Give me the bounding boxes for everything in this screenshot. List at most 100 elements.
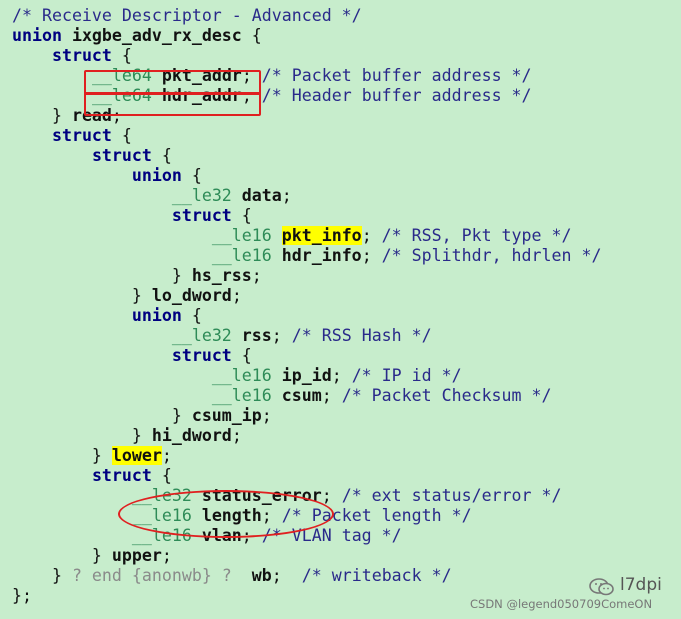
- code-token: union: [131, 166, 192, 185]
- code-token: }: [12, 406, 192, 425]
- code-line: struct {: [12, 126, 132, 146]
- highlighted-token: lower: [111, 446, 162, 465]
- wechat-icon: [589, 578, 614, 596]
- code-token: /* ext status/error */: [341, 486, 562, 505]
- code-token: struct: [51, 46, 122, 65]
- code-token: ;: [161, 546, 172, 565]
- code-token: ;: [231, 426, 242, 445]
- code-token: [12, 126, 52, 145]
- code-token: hs_rss: [191, 266, 252, 285]
- code-token: __le16: [211, 226, 282, 245]
- code-token: [12, 186, 172, 205]
- code-token: ;: [321, 486, 342, 505]
- code-token: /* Receive Descriptor - Advanced */: [12, 6, 362, 25]
- code-line: struct {: [12, 46, 132, 66]
- code-line: __le32 rss; /* RSS Hash */: [12, 326, 432, 346]
- code-token: upper: [111, 546, 162, 565]
- code-token: ;: [361, 246, 382, 265]
- code-token: __le64: [91, 86, 162, 105]
- code-token: ;: [261, 506, 282, 525]
- code-token: struct: [171, 346, 242, 365]
- code-token: {: [161, 466, 172, 485]
- code-token: __le16: [131, 526, 202, 545]
- code-line: struct {: [12, 346, 252, 366]
- code-token: ;: [241, 526, 262, 545]
- code-token: {: [241, 346, 252, 365]
- code-token: __le16: [211, 366, 282, 385]
- code-token: pkt_addr: [161, 66, 242, 85]
- code-line: } csum_ip;: [12, 406, 272, 426]
- code-token: __le16: [211, 246, 282, 265]
- code-token: }: [12, 286, 152, 305]
- code-line: union {: [12, 166, 202, 186]
- code-token: {: [251, 26, 262, 45]
- code-token: hdr_info: [281, 246, 362, 265]
- code-token: __le16: [211, 386, 282, 405]
- code-token: {: [191, 166, 202, 185]
- code-line: union {: [12, 306, 202, 326]
- code-token: /* writeback */: [301, 566, 452, 585]
- code-token: union: [131, 306, 192, 325]
- code-line: __le16 csum; /* Packet Checksum */: [12, 386, 552, 406]
- code-token: /* Splithdr, hdrlen */: [381, 246, 602, 265]
- code-line: __le16 vlan; /* VLAN tag */: [12, 526, 402, 546]
- code-token: csum_ip: [191, 406, 262, 425]
- code-token: hdr_addr: [161, 86, 242, 105]
- code-line: } hs_rss;: [12, 266, 262, 286]
- code-token: /* Packet buffer address */: [261, 66, 532, 85]
- code-line: } hi_dword;: [12, 426, 242, 446]
- code-token: ;: [321, 386, 342, 405]
- code-line: __le32 data;: [12, 186, 292, 206]
- code-token: struct: [51, 126, 122, 145]
- code-token: /* IP id */: [351, 366, 462, 385]
- code-token: ? end {anonwb} ?: [71, 566, 242, 585]
- code-token: [12, 526, 132, 545]
- code-line: } lower;: [12, 446, 172, 466]
- code-token: read: [71, 106, 112, 125]
- code-line: __le16 ip_id; /* IP id */: [12, 366, 462, 386]
- code-token: status_error: [201, 486, 322, 505]
- code-line: } upper;: [12, 546, 172, 566]
- code-token: ;: [271, 326, 292, 345]
- code-token: [12, 246, 212, 265]
- code-line: };: [12, 586, 32, 606]
- code-token: ixgbe_adv_rx_desc: [71, 26, 252, 45]
- code-token: [12, 346, 172, 365]
- code-token: {: [191, 306, 202, 325]
- code-token: ;: [231, 286, 242, 305]
- code-token: }: [12, 106, 72, 125]
- code-token: ;: [111, 106, 122, 125]
- code-line: __le32 status_error; /* ext status/error…: [12, 486, 562, 506]
- code-token: /* Header buffer address */: [261, 86, 532, 105]
- code-token: {: [121, 46, 132, 65]
- code-token: ;: [361, 226, 382, 245]
- code-token: union: [12, 26, 72, 45]
- code-token: ;: [271, 566, 302, 585]
- code-line: struct {: [12, 146, 172, 166]
- code-token: {: [161, 146, 172, 165]
- code-token: vlan: [201, 526, 242, 545]
- code-token: {: [121, 126, 132, 145]
- code-token: /* RSS Hash */: [291, 326, 432, 345]
- code-token: ;: [241, 86, 262, 105]
- code-token: rss: [241, 326, 272, 345]
- watermark-account-name: l7dpi: [620, 575, 662, 595]
- code-token: ;: [261, 406, 272, 425]
- code-token: }: [12, 546, 112, 565]
- code-line: __le16 hdr_info; /* Splithdr, hdrlen */: [12, 246, 602, 266]
- code-line: __le16 pkt_info; /* RSS, Pkt type */: [12, 226, 572, 246]
- code-token: };: [12, 586, 32, 605]
- code-line: struct {: [12, 206, 252, 226]
- code-line: __le64 hdr_addr; /* Header buffer addres…: [12, 86, 532, 106]
- code-token: [12, 226, 212, 245]
- code-line: } read;: [12, 106, 122, 126]
- code-token: [12, 306, 132, 325]
- code-token: [12, 386, 212, 405]
- code-line: /* Receive Descriptor - Advanced */: [12, 6, 362, 26]
- code-token: ;: [251, 266, 262, 285]
- code-token: ;: [331, 366, 352, 385]
- code-token: /* RSS, Pkt type */: [381, 226, 572, 245]
- code-token: ;: [241, 66, 262, 85]
- code-token: [12, 46, 52, 65]
- code-token: }: [12, 446, 112, 465]
